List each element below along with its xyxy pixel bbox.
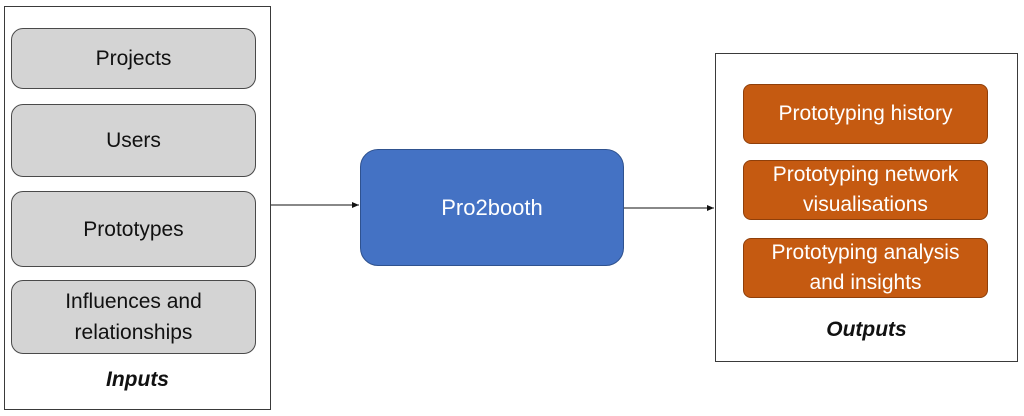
- output-network-label: Prototyping network visualisations: [772, 163, 959, 216]
- input-projects-box: Projects: [11, 28, 256, 89]
- output-analysis-label: Prototyping analysis and insights: [771, 241, 960, 294]
- input-users-label: Users: [106, 129, 161, 152]
- input-influences-box: Influences and relationships: [11, 280, 256, 354]
- input-prototypes-box: Prototypes: [11, 191, 256, 267]
- input-influences-label: Influences and relationships: [65, 290, 202, 344]
- inputs-caption: Inputs: [106, 368, 169, 391]
- input-users-box: Users: [11, 104, 256, 177]
- process-label: Pro2booth: [441, 194, 543, 220]
- outputs-caption: Outputs: [826, 318, 907, 341]
- output-analysis-box: Prototyping analysis and insights: [743, 238, 988, 298]
- input-prototypes-label: Prototypes: [83, 217, 184, 241]
- input-projects-label: Projects: [95, 47, 172, 70]
- output-network-box: Prototyping network visualisations: [743, 160, 988, 220]
- process-box: Pro2booth: [360, 149, 624, 266]
- output-history-label: Prototyping history: [778, 102, 953, 125]
- output-history-box: Prototyping history: [743, 84, 988, 144]
